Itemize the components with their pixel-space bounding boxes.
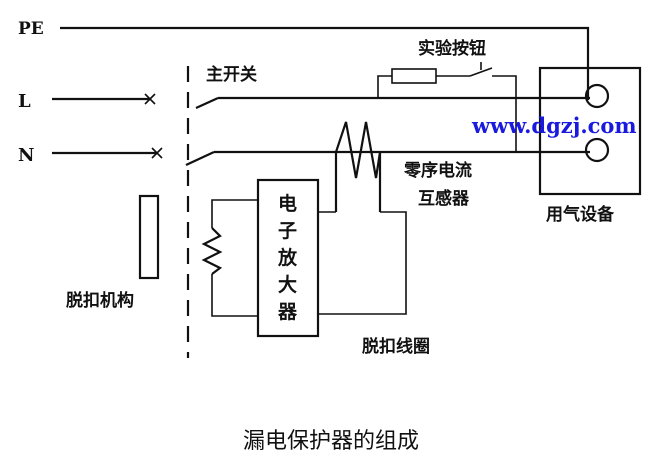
trip-coil-label: 脱扣线圈 (362, 336, 430, 357)
neutral-x-mark (151, 147, 163, 159)
input-resistor (201, 227, 223, 275)
live-line-label: L (18, 91, 31, 112)
equipment-terminal-neutral (584, 137, 610, 163)
zero-sequence-ct-coil (334, 121, 382, 212)
zero-sequence-ct-label-line2: 互感器 (418, 188, 470, 209)
test-button-label: 实验按钮 (418, 38, 486, 59)
main-switch-label: 主开关 (206, 64, 257, 85)
equipment-terminal-live (584, 83, 610, 109)
electronic-amplifier-box (256, 178, 320, 338)
pe-line-label: PE (18, 19, 44, 39)
diagram-caption: 漏电保护器的组成 (243, 429, 419, 454)
pe-wire (60, 26, 590, 100)
input-resistor-wire-bottom (211, 274, 258, 317)
test-button-wire-left (377, 75, 392, 98)
equipment-label: 用气设备 (546, 204, 615, 225)
input-resistor-wire-top (211, 199, 258, 228)
electrical-equipment (538, 66, 642, 196)
watermark-text: www.dgzj.com (471, 113, 637, 138)
amplifier-label-char-4: 大 (278, 273, 297, 296)
trip-mechanism-box (138, 194, 160, 280)
neutral-switch-blade (185, 151, 215, 166)
neutral-line-label: N (18, 145, 34, 166)
live-switch-blade (195, 96, 219, 110)
zero-sequence-ct-label-line1: 零序电流 (403, 160, 472, 181)
trip-mechanism-label: 脱扣机构 (66, 290, 134, 311)
live-x-mark (144, 93, 156, 105)
amplifier-label-char-1: 电 (278, 192, 297, 215)
test-resistor (391, 68, 437, 84)
trip-coil-wire (318, 211, 407, 315)
amplifier-label-char-3: 放 (277, 246, 298, 269)
test-button-wire-right (492, 75, 517, 152)
amplifier-label-char-2: 子 (278, 220, 297, 242)
amplifier-label-char-5: 器 (277, 301, 298, 323)
test-button-contact (469, 62, 493, 77)
